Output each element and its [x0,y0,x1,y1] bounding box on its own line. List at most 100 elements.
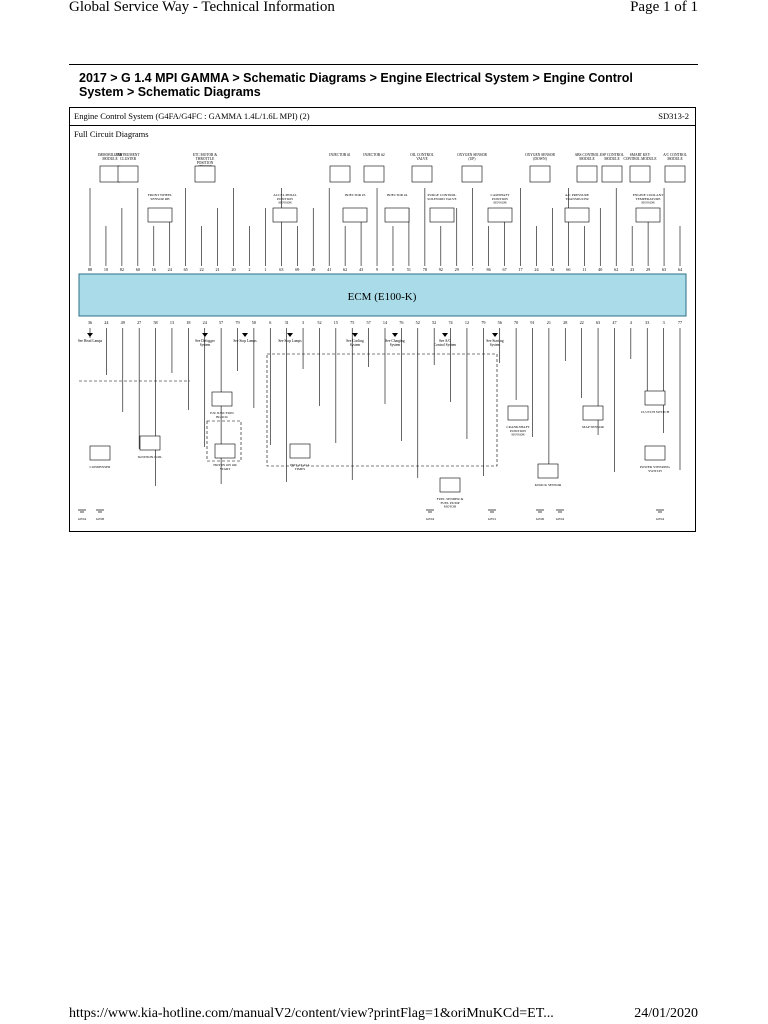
lower-pin-number: 3 [663,320,665,325]
top-component-box [664,165,686,183]
ground-label: GE04 [656,517,664,521]
ground-label: GE01 [488,517,496,521]
upper-pin-number: 24 [534,267,539,272]
upper-pin-number: 62 [614,267,618,272]
mid-component-box [635,207,661,223]
upper-pin-number: 1 [264,267,266,272]
ground-label: GE06 [536,517,544,521]
upper-pin-number: 63 [279,267,283,272]
bottom-component-box [89,445,111,461]
upper-pin-number: 10 [104,267,108,272]
lower-pin-number: 75 [350,320,354,325]
sheet-title-rule [70,125,695,126]
lower-pin-number: 77 [678,320,682,325]
lower-pin-number: 13 [170,320,174,325]
upper-pin-number: 63 [662,267,666,272]
lower-pin-number: 27 [137,320,141,325]
lower-pin-number: 79 [481,320,485,325]
arrow-icon [392,333,398,337]
upper-pin-number: 65 [184,267,188,272]
see-reference-label: See Stop Lamps [278,339,302,343]
mid-component-box [564,207,590,223]
lower-pin-number: 22 [580,320,584,325]
footer-url[interactable]: https://www.kia-hotline.com/manualV2/con… [69,1006,554,1021]
lower-pin-number: 6 [269,320,271,325]
bottom-component-box [537,463,559,479]
lower-pin-number: 24 [203,320,208,325]
bottom-component-label: CLUTCH SWITCH [641,410,670,414]
upper-pin-number: 11 [582,267,586,272]
lower-pin-number: 91 [530,320,534,325]
mid-component-label: INJECTOR #3 [345,193,366,197]
sheet-subtitle: Full Circuit Diagrams [74,129,149,139]
lower-pin-number: 57 [219,320,223,325]
upper-pin-number: 23 [630,267,634,272]
upper-pin-number: 69 [295,267,299,272]
top-component-box [194,165,216,183]
see-reference-label: See Head Lamps [78,339,103,343]
upper-pin-number: 41 [327,267,331,272]
arrow-icon [352,333,358,337]
top-component-box [601,165,623,183]
lower-pin-number: 36 [88,320,92,325]
bottom-component-box [439,477,461,493]
upper-pin-number: 60 [136,267,140,272]
lower-pin-number: 52 [317,320,321,325]
arrow-icon [242,333,248,337]
lower-pin-number: 57 [367,320,371,325]
bottom-component-label: KNOCK SENSOR [535,483,562,487]
lower-pin-number: 76 [399,320,403,325]
upper-pin-number: 67 [503,267,507,272]
top-component-label: INJECTOR #2 [363,153,385,157]
upper-pin-number: 21 [215,267,219,272]
upper-pin-number: 51 [407,267,411,272]
mid-component-box [147,207,173,223]
upper-pin-number: 64 [678,267,683,272]
upper-pin-number: 86 [487,267,491,272]
upper-pin-number: 49 [311,267,315,272]
lower-pin-number: 21 [547,320,551,325]
mid-component-box [429,207,455,223]
ground-label: GE04 [556,517,564,521]
lower-pin-number: 52 [416,320,420,325]
sheet-title: Engine Control System (G4FA/G4FC : GAMMA… [74,111,310,121]
upper-pin-number: 34 [550,267,555,272]
bottom-component-label: MAP SENSOR [582,425,604,429]
upper-pin-number: 7 [472,267,474,272]
upper-pin-number: 8 [392,267,394,272]
ecm-block [78,273,687,317]
bottom-component-box [507,405,529,421]
lower-pin-number: 3 [302,320,304,325]
footer-date: 24/01/2020 [634,1006,698,1021]
ecm-label: ECM (E100-K) [348,291,417,303]
upper-pin-number: 92 [439,267,443,272]
bottom-component-box [289,443,311,459]
ground-label: GE04 [78,517,86,521]
lower-pin-number: 33 [645,320,649,325]
upper-pin-number: 24 [168,267,173,272]
bottom-component-box [214,443,236,459]
lower-pin-number: 15 [334,320,338,325]
mid-component-box [272,207,298,223]
bottom-component-box [644,390,666,406]
top-component-box [329,165,351,183]
upper-pin-number: 88 [88,267,92,272]
upper-pin-number: 43 [359,267,363,272]
lower-pin-number: 28 [563,320,567,325]
upper-pin-number: 9 [376,267,378,272]
upper-pin-number: 82 [120,267,124,272]
arrow-icon [287,333,293,337]
